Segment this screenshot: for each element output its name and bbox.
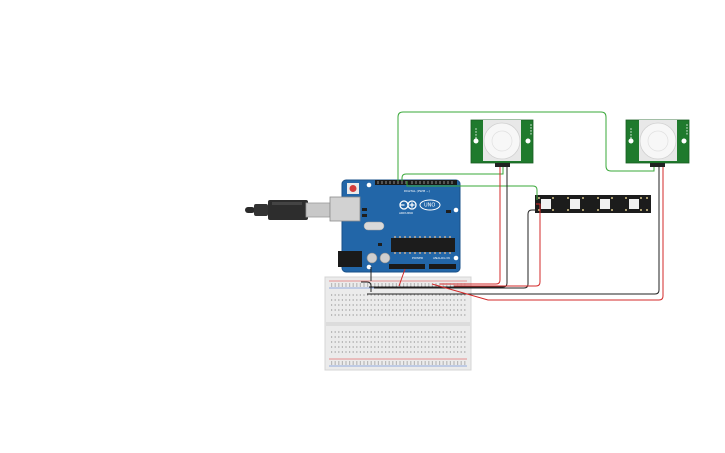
pir-sensor-left[interactable]: 0 0 0 0 0 0 0 0 (470, 119, 534, 167)
led-strip[interactable] (535, 195, 651, 213)
signal-wire-right-pir (401, 167, 504, 181)
power-wire-board (398, 268, 406, 287)
pir-sensor-right[interactable]: 0 0 0 0 0 0 0 0 (625, 119, 690, 167)
led-pixel (541, 199, 551, 209)
ground-wire-board (361, 267, 372, 292)
led-pixel (629, 199, 639, 209)
uno-model-text: UNO (424, 203, 435, 209)
digital-header-label: DIGITAL (PWM ~) (404, 189, 430, 193)
svg-text:0 0 0 0: 0 0 0 0 (685, 124, 689, 135)
analog-header-label: ANALOG IN (433, 256, 450, 260)
usb-cable[interactable] (245, 200, 331, 220)
arduino-logo (399, 200, 417, 210)
led-pixel (600, 199, 610, 209)
ground-wire-led-strip (374, 209, 536, 289)
breadboard[interactable] (324, 276, 472, 371)
power-wire-right-pir (431, 167, 664, 301)
arduino-uno-board[interactable]: DIGITAL (PWM ~) ARDUINO UNO (329, 179, 461, 273)
svg-text:0 0 0 0: 0 0 0 0 (474, 128, 478, 139)
led-pixel (570, 199, 580, 209)
power-wire-left-pir (440, 167, 501, 285)
power-wire-led-strip (454, 203, 541, 287)
signal-wire-led-strip (406, 181, 538, 200)
arduino-brand-text: ARDUINO (399, 211, 414, 215)
signal-wire-left-pir (397, 111, 655, 181)
power-header-label: POWER (412, 256, 423, 260)
ground-wire-right-pir (367, 167, 660, 295)
wires (361, 111, 664, 301)
svg-text:0 0 0 0: 0 0 0 0 (529, 124, 533, 135)
svg-text:0 0 0 0: 0 0 0 0 (629, 128, 633, 139)
